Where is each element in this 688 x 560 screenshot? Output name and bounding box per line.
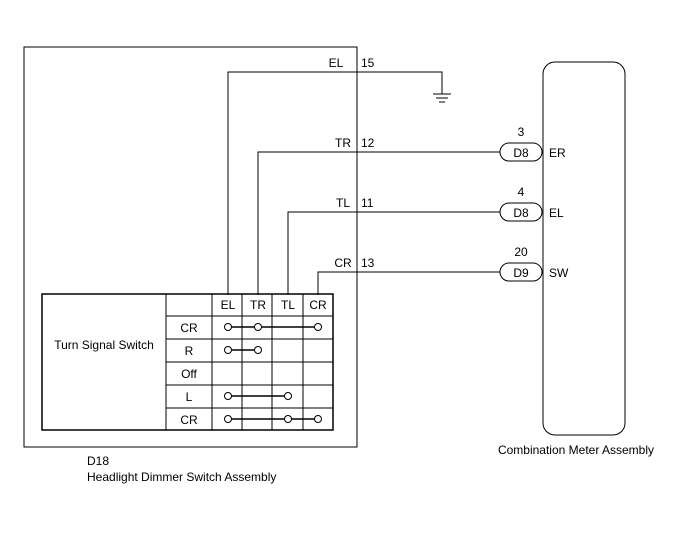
connector-label-d9-sw: D9: [513, 266, 529, 280]
connector-d8-er: [499, 142, 543, 162]
row-label-cr-2: CR: [180, 413, 198, 427]
ground-icon: [433, 93, 451, 103]
meter-box: [542, 61, 626, 436]
pin-signal-cr: CR: [334, 256, 352, 270]
pin-number-11: 11: [361, 196, 374, 210]
terminal-signal-sw: SW: [549, 266, 569, 280]
switch-connector-code: D18: [87, 454, 109, 468]
table-title: Turn Signal Switch: [54, 338, 154, 352]
connection-node: [224, 346, 232, 354]
connector-label-d8-er: D8: [513, 146, 529, 160]
pin-number-13: 13: [361, 256, 375, 270]
wires: [227, 71, 500, 295]
meter-terminal-sw: 20 D9 SW: [499, 245, 569, 282]
terminal-pin-20: 20: [514, 245, 528, 259]
column-header-cr: CR: [309, 298, 327, 312]
connection-node: [314, 415, 322, 423]
row-label-l: L: [186, 390, 193, 404]
connector-d9-sw: [499, 262, 543, 282]
row-label-r: R: [185, 344, 194, 358]
pin-signal-tr: TR: [335, 136, 351, 150]
connection-node: [254, 323, 262, 331]
switch-assembly-box: [23, 46, 358, 448]
terminal-pin-4: 4: [518, 185, 525, 199]
wire-cr: [317, 271, 500, 295]
pin-signal-tl: TL: [336, 196, 350, 210]
terminal-signal-el: EL: [549, 206, 564, 220]
connection-node: [284, 392, 292, 400]
column-header-tr: TR: [250, 298, 266, 312]
pin-signal-el: EL: [329, 56, 344, 70]
connection-node: [224, 323, 232, 331]
meter-terminal-er: 3 D8 ER: [499, 125, 566, 162]
terminal-pin-3: 3: [518, 125, 525, 139]
connector-d8-el: [499, 202, 543, 222]
connection-node: [224, 392, 232, 400]
meter-terminal-el: 4 D8 EL: [499, 185, 564, 222]
pin-number-12: 12: [361, 136, 375, 150]
terminal-signal-er: ER: [549, 146, 566, 160]
wire-tr: [257, 151, 500, 295]
connection-node: [224, 415, 232, 423]
row-label-cr: CR: [180, 321, 198, 335]
connector-label-d8-el: D8: [513, 206, 529, 220]
column-header-tl: TL: [281, 298, 295, 312]
row-label-off: Off: [181, 367, 197, 381]
wire-el: [227, 71, 443, 295]
connection-node: [254, 346, 262, 354]
column-header-el: EL: [221, 298, 236, 312]
wire-tl: [287, 211, 500, 295]
connection-marks: [224, 323, 322, 423]
connection-node: [284, 415, 292, 423]
connection-node: [314, 323, 322, 331]
pin-number-15: 15: [361, 56, 375, 70]
meter-assembly-name: Combination Meter Assembly: [498, 443, 654, 457]
switch-assembly-name: Headlight Dimmer Switch Assembly: [87, 470, 276, 484]
turn-signal-table: Turn Signal Switch EL TR TL CR CR R Off …: [41, 293, 334, 431]
